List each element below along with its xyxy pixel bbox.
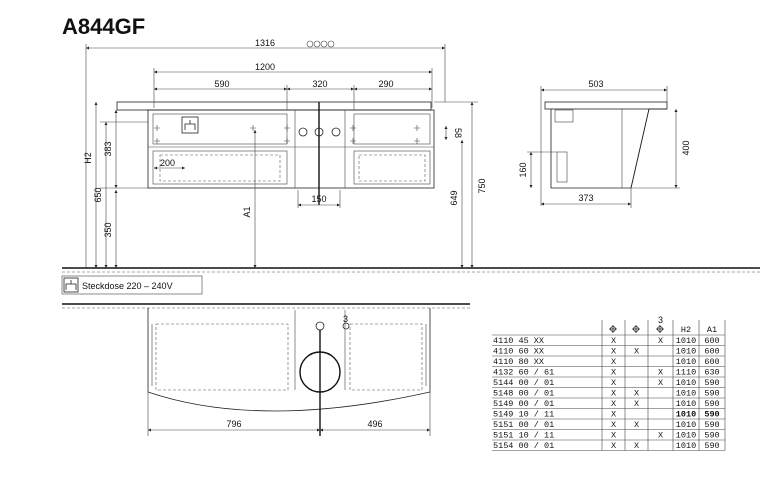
front-fixing-points xyxy=(154,125,420,144)
table-cell-a1: 630 xyxy=(704,368,719,378)
table-cell-a1: 590 xyxy=(704,441,719,451)
table-cell-h2: 1110 xyxy=(676,368,696,378)
table-cell-h2: 1010 xyxy=(676,378,696,388)
table-cell-code: 5149 00 / 01 xyxy=(493,399,554,409)
legend-text: Steckdose 220 – 240V xyxy=(82,281,173,291)
table-cell-h2: 1010 xyxy=(676,399,696,409)
table-cell-c1: X xyxy=(611,357,616,367)
table-cell-c3: X xyxy=(658,378,663,388)
table-cell-a1: 600 xyxy=(704,357,719,367)
dim-plan-right: 496 xyxy=(367,419,382,429)
front-worktop xyxy=(116,101,432,111)
side-elevation: 503 373 400 160 xyxy=(518,79,691,208)
table-cell-c3: X xyxy=(658,368,663,378)
dim-drain-width: 150 xyxy=(311,194,326,204)
table-cell-h2: 1010 xyxy=(676,389,696,399)
dim-depth-bottom: 373 xyxy=(578,193,593,203)
table-cell-c2: X xyxy=(634,389,639,399)
table-cell-h2: 1010 xyxy=(676,420,696,430)
dim-side-58: 58 xyxy=(453,128,463,138)
table-header-marker: 3 xyxy=(658,315,663,325)
dim-label-a1: A1 xyxy=(242,206,252,217)
table-header-a1: A1 xyxy=(707,325,717,335)
table-cell-a1: 590 xyxy=(704,399,719,409)
front-cabinet xyxy=(147,109,435,189)
table-cell-code: 5151 10 / 11 xyxy=(493,431,554,441)
drawing-title: A844GF xyxy=(62,14,145,39)
table-cell-code: 4132 60 / 61 xyxy=(493,368,554,378)
dim-height-750: 750 xyxy=(477,178,487,193)
table-cell-a1: 590 xyxy=(704,410,719,420)
table-cell-h2: 1010 xyxy=(676,410,696,420)
table-cell-a1: 600 xyxy=(704,347,719,357)
table-cell-code: 4110 45 XX xyxy=(493,336,544,346)
table-cell-a1: 600 xyxy=(704,336,719,346)
socket-icon xyxy=(181,116,199,134)
table-cell-code: 4110 80 XX xyxy=(493,357,544,367)
table-cell-code: 5151 00 / 01 xyxy=(493,420,554,430)
table-cell-c1: X xyxy=(611,420,616,430)
table-cell-c3: X xyxy=(658,336,663,346)
table-cell-c2: X xyxy=(634,441,639,451)
table-cell-c1: X xyxy=(611,336,616,346)
table-header-socket-2 xyxy=(632,325,640,333)
table-cell-c2: X xyxy=(634,399,639,409)
plan-view: 3 796 496 xyxy=(147,308,431,436)
dim-chain-marker xyxy=(306,40,335,48)
table-cell-code: 5148 00 / 01 xyxy=(493,389,554,399)
dim-side-160: 160 xyxy=(518,162,528,177)
plan-marker: 3 xyxy=(343,314,348,324)
dim-plan-left: 796 xyxy=(226,419,241,429)
dim-overall-width: 1316 xyxy=(255,38,275,48)
table-cell-c3: X xyxy=(658,431,663,441)
table-cell-h2: 1010 xyxy=(676,336,696,346)
table-cell-code: 5144 00 / 01 xyxy=(493,378,554,388)
table-cell-a1: 590 xyxy=(704,431,719,441)
table-cell-a1: 590 xyxy=(704,420,719,430)
table-cell-c1: X xyxy=(611,431,616,441)
table-cell-c2: X xyxy=(634,420,639,430)
legend: Steckdose 220 – 240V xyxy=(61,275,203,295)
dim-side-height: 400 xyxy=(681,140,691,155)
dim-label-h2: H2 xyxy=(83,152,93,164)
table-cell-code: 5149 10 / 11 xyxy=(493,410,554,420)
table-cell-c1: X xyxy=(611,399,616,409)
table-cell-c1: X xyxy=(611,410,616,420)
dim-seg-left: 590 xyxy=(214,79,229,89)
dim-height-649: 649 xyxy=(449,190,459,205)
dim-inner-width: 1200 xyxy=(255,62,275,72)
table-cell-h2: 1010 xyxy=(676,357,696,367)
table-cell-c1: X xyxy=(611,378,616,388)
dim-socket-offset: 200 xyxy=(160,158,175,168)
dim-seg-right: 290 xyxy=(378,79,393,89)
dim-depth-top: 503 xyxy=(588,79,603,89)
dim-height-650: 650 xyxy=(93,187,103,202)
dim-height-383: 383 xyxy=(103,141,113,156)
socket-icon xyxy=(63,277,79,293)
table-cell-c1: X xyxy=(611,389,616,399)
table-cell-a1: 590 xyxy=(704,389,719,399)
table-cell-code: 5154 00 / 01 xyxy=(493,441,554,451)
table-cell-a1: 590 xyxy=(704,378,719,388)
table-cell-code: 4110 60 XX xyxy=(493,347,544,357)
dim-height-350: 350 xyxy=(103,222,113,237)
front-elevation: 1316 1200 590 320 290 200 150 58 H2 xyxy=(83,38,487,268)
dim-seg-mid: 320 xyxy=(312,79,327,89)
table-cell-c1: X xyxy=(611,441,616,451)
table-header-socket-3 xyxy=(656,325,664,333)
table-header-h2: H2 xyxy=(681,325,691,335)
table-cell-c1: X xyxy=(611,347,616,357)
table-cell-h2: 1010 xyxy=(676,431,696,441)
table-cell-h2: 1010 xyxy=(676,347,696,357)
table-header-socket-1 xyxy=(609,325,617,333)
table-cell-h2: 1010 xyxy=(676,441,696,451)
table-cell-c2: X xyxy=(634,347,639,357)
table-cell-c1: X xyxy=(611,368,616,378)
